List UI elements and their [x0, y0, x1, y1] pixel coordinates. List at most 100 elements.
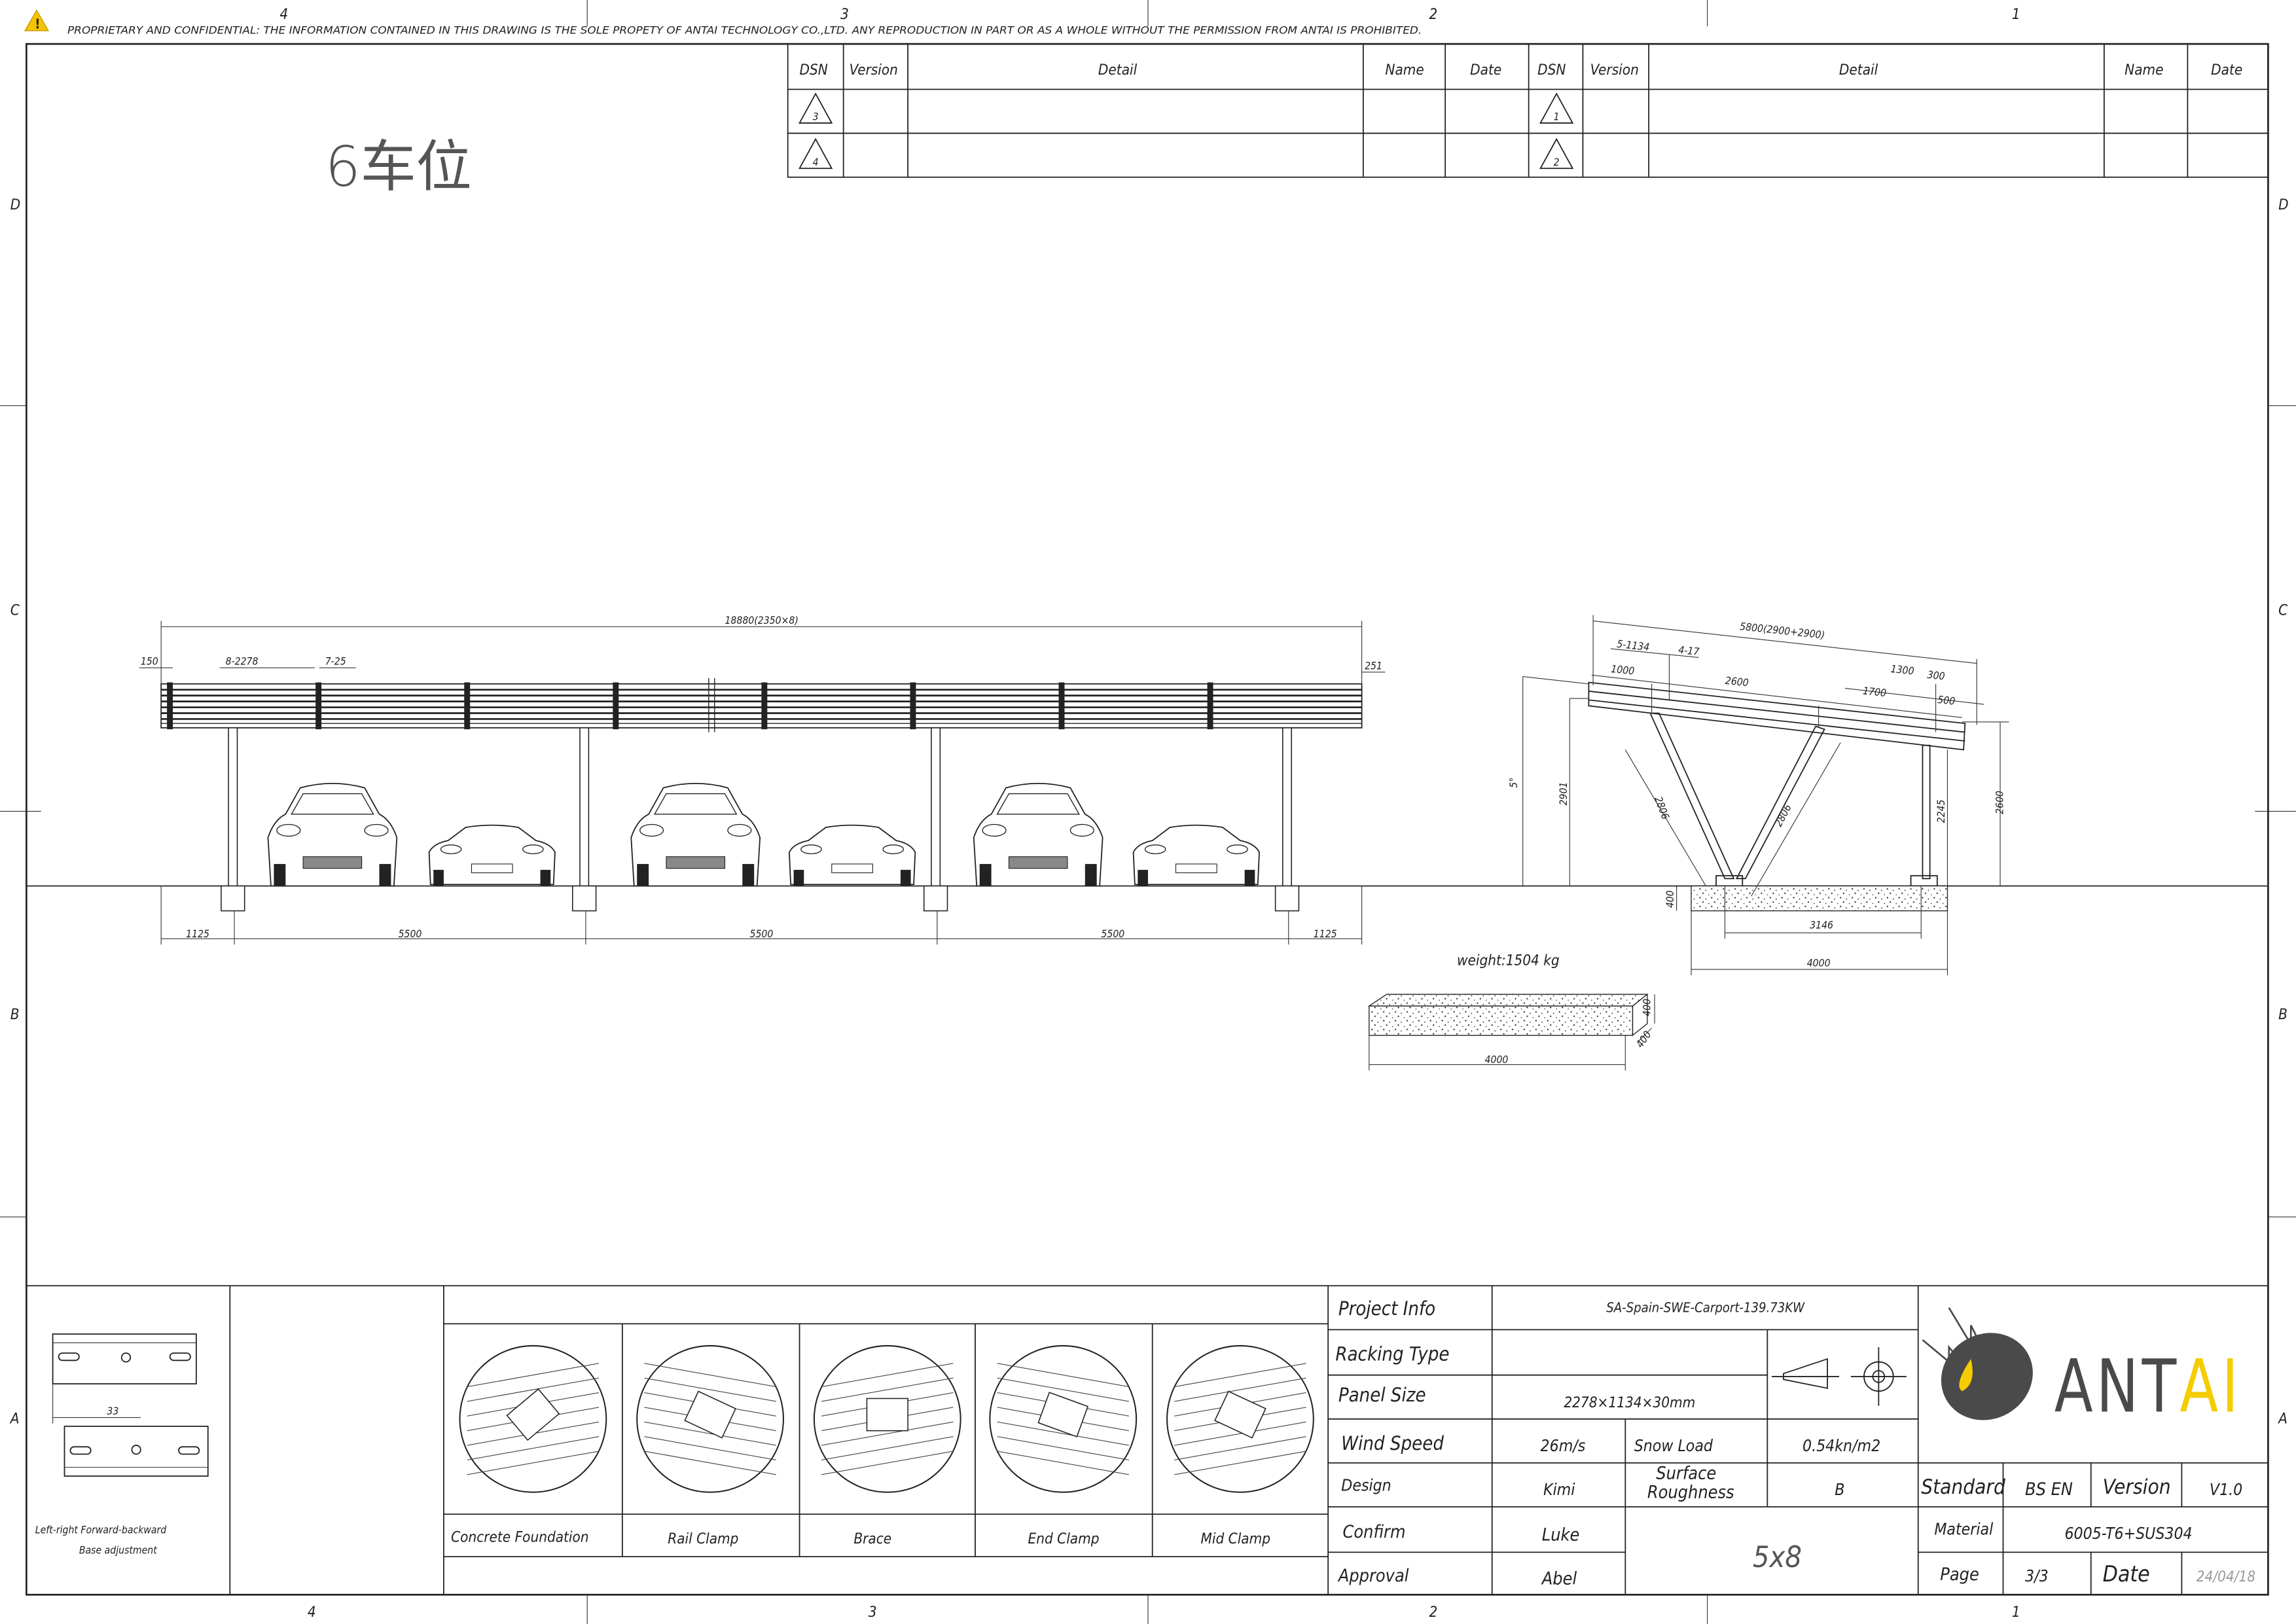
component-labels: Concrete Foundation Rail Clamp Brace End…: [451, 1529, 1270, 1547]
svg-text:5-1134: 5-1134: [1616, 638, 1650, 653]
front-view: 18880(2350×8) 150 8-2278 7-25 251 1125 5…: [139, 614, 1386, 945]
svg-text:Base adjustment: Base adjustment: [79, 1544, 157, 1557]
svg-text:A: A: [9, 1411, 20, 1428]
svg-text:3/3: 3/3: [2025, 1566, 2049, 1585]
svg-text:2600: 2600: [1993, 791, 2005, 814]
svg-text:1700: 1700: [1862, 684, 1887, 699]
revision-header: Name: [2125, 62, 2163, 79]
component-rail-clamp: Rail Clamp: [668, 1530, 738, 1547]
revision-marker-4: 4: [798, 137, 833, 170]
svg-text:Standard: Standard: [1921, 1475, 2006, 1499]
svg-text:2278×1134×30mm: 2278×1134×30mm: [1564, 1394, 1695, 1411]
svg-text:1000: 1000: [1611, 662, 1636, 677]
svg-text:Roughness: Roughness: [1647, 1483, 1734, 1503]
brace-detail-image: [813, 1344, 961, 1493]
svg-text:D: D: [10, 196, 21, 213]
svg-text:1125: 1125: [1314, 928, 1337, 940]
svg-text:Wind Speed: Wind Speed: [1341, 1432, 1444, 1454]
svg-text:Confirm: Confirm: [1343, 1522, 1406, 1542]
revision-header: Version: [850, 62, 898, 79]
svg-text:4: 4: [813, 156, 819, 168]
car-suv: [630, 783, 761, 887]
title-block: 33 Left-right Forward-backward Base adju…: [26, 1285, 2269, 1595]
cars: [267, 783, 1260, 887]
svg-text:5500: 5500: [1101, 928, 1124, 940]
revision-marker-3: 3: [798, 92, 833, 124]
svg-text:300: 300: [1927, 668, 1946, 683]
confidential-notice: PROPRIETARY AND CONFIDENTIAL: THE INFORM…: [67, 24, 1422, 36]
svg-text:Material: Material: [1934, 1520, 1994, 1539]
component-concrete-foundation: Concrete Foundation: [451, 1529, 588, 1546]
svg-text:Approval: Approval: [1337, 1566, 1409, 1586]
component-brace: Brace: [853, 1530, 891, 1547]
car-sports: [788, 824, 916, 886]
post-footing: [221, 885, 245, 912]
component-mid-clamp: Mid Clamp: [1201, 1530, 1270, 1547]
logo-text-ant: ANT: [2054, 1344, 2180, 1430]
svg-text:D: D: [2278, 196, 2289, 213]
car-sports: [428, 824, 556, 886]
svg-text:Project Info: Project Info: [1338, 1297, 1435, 1320]
svg-text:A: A: [2277, 1411, 2287, 1428]
svg-text:3: 3: [840, 6, 849, 23]
svg-text:2806: 2806: [1772, 802, 1794, 829]
end-clamp-detail-image: [989, 1344, 1138, 1493]
svg-text:Date: Date: [2103, 1561, 2150, 1587]
svg-text:2806: 2806: [1652, 795, 1672, 821]
rail-clamp-detail-image: [636, 1344, 784, 1493]
svg-text:150: 150: [141, 655, 158, 668]
svg-text:ANTAI: ANTAI: [2054, 1344, 2242, 1430]
carport-post: [228, 727, 238, 887]
svg-text:5500: 5500: [749, 928, 773, 940]
carport-post: [931, 727, 941, 887]
post-footing: [923, 885, 948, 912]
logo-text-ai: AI: [2179, 1344, 2242, 1430]
svg-text:24/04/18: 24/04/18: [2197, 1568, 2255, 1585]
revision-header: DSN: [800, 62, 828, 79]
car-suv: [267, 783, 398, 887]
svg-text:500: 500: [1937, 693, 1956, 708]
svg-text:0.54kn/m2: 0.54kn/m2: [1803, 1436, 1880, 1455]
svg-text:BS EN: BS EN: [2025, 1479, 2073, 1500]
front-dimension-lines: [139, 621, 1386, 945]
svg-text:400: 400: [1640, 999, 1653, 1017]
svg-text:5500: 5500: [399, 928, 422, 940]
svg-text:2: 2: [1554, 156, 1560, 168]
mid-clamp-detail-image: [1166, 1344, 1314, 1493]
svg-text:C: C: [10, 602, 20, 619]
svg-text:B: B: [2278, 1006, 2287, 1023]
svg-text:5°: 5°: [1507, 778, 1520, 788]
svg-text:4: 4: [279, 6, 288, 23]
revision-header: Version: [1590, 62, 1639, 79]
svg-text:Page: Page: [1940, 1564, 1979, 1585]
svg-text:4-17: 4-17: [1677, 643, 1700, 658]
svg-text:1: 1: [2012, 1604, 2020, 1621]
third-angle-projection-icon: [1772, 1347, 1907, 1406]
svg-text:1125: 1125: [186, 928, 209, 940]
carport-post: [1282, 727, 1293, 887]
svg-text:weight:1504 kg: weight:1504 kg: [1457, 952, 1560, 969]
revision-header: Detail: [1839, 62, 1878, 79]
svg-text:400: 400: [1664, 890, 1676, 908]
svg-text:5x8: 5x8: [1753, 1540, 1802, 1574]
revision-marker-2: 2: [1539, 137, 1574, 170]
svg-text:1300: 1300: [1890, 662, 1915, 677]
svg-text:8-2278: 8-2278: [226, 655, 259, 668]
warning-triangle-icon: !: [24, 9, 50, 32]
side-struts: [1649, 712, 1938, 887]
svg-text:Abel: Abel: [1541, 1569, 1577, 1589]
grid-row-labels: DC BA DC BA: [9, 196, 2289, 1428]
svg-text:Racking Type: Racking Type: [1335, 1343, 1449, 1365]
svg-text:SA-Spain-SWE-Carport-139.73KW: SA-Spain-SWE-Carport-139.73KW: [1606, 1299, 1805, 1315]
svg-text:2: 2: [1429, 1604, 1438, 1621]
car-suv: [973, 783, 1103, 887]
logo-mark-icon: [1941, 1333, 2033, 1420]
svg-text:Luke: Luke: [1542, 1525, 1580, 1545]
svg-text:B: B: [1835, 1480, 1844, 1499]
svg-text:2: 2: [1429, 6, 1438, 23]
svg-text:Left-right Forward-backward: Left-right Forward-backward: [35, 1523, 167, 1536]
revision-header: Name: [1385, 62, 1424, 79]
